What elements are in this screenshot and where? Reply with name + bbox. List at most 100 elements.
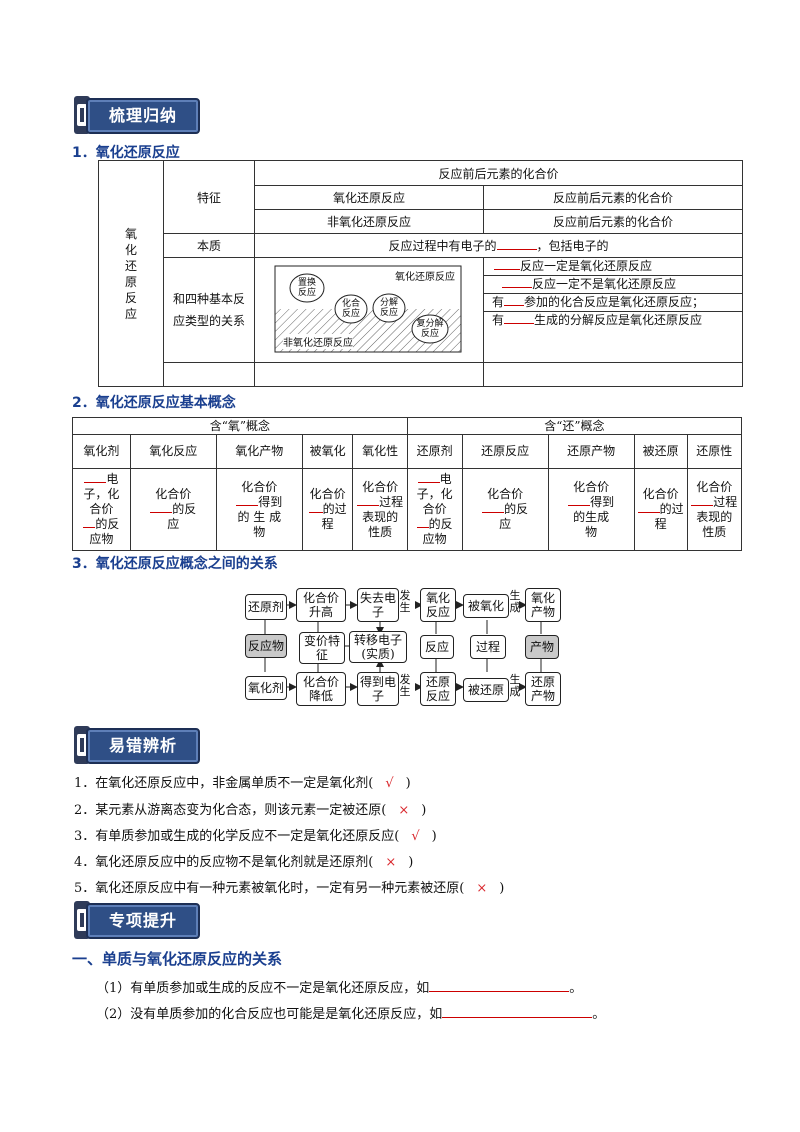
- node-lose: 失去电子: [357, 588, 399, 622]
- essence-label: 本质: [163, 233, 255, 258]
- node-process: 过程: [470, 635, 506, 659]
- redox-table: 氧化还原反应 特征 反应前后元素的化合价 氧化还原反应 反应前后元素的化合价 非…: [98, 160, 743, 387]
- cell-reduced: 化合价 的过 程: [633, 468, 688, 551]
- blank[interactable]: [417, 482, 440, 483]
- relation-line-1: 反应一定是氧化还原反应: [484, 258, 742, 276]
- cross-mark: ×: [385, 855, 397, 870]
- node-oxrxn: 氧化反应: [420, 588, 456, 622]
- blank[interactable]: [84, 482, 107, 483]
- col-oxrxn: 氧化反应: [129, 434, 217, 469]
- col-reducing: 还原性: [686, 434, 743, 469]
- node-redprod: 还原产物: [525, 672, 561, 706]
- special-heading: 一、单质与氧化还原反应的关系: [72, 950, 283, 968]
- label-gen-bottom: 生成: [509, 673, 521, 698]
- banner-title: 易错辨析: [86, 728, 200, 764]
- blank[interactable]: [504, 305, 525, 306]
- node-oxidant: 氧化剂: [245, 676, 287, 700]
- cell-oxprod: 化合价 得到 的 生 成 物: [215, 468, 303, 551]
- concept-body-row: 电 子，化 合价 的反 应物 化合价 的反 应 化合价 得到 的 生 成 物 化…: [72, 468, 743, 551]
- blank[interactable]: [236, 504, 259, 506]
- cell-oxrxn: 化合价 的反 应: [129, 468, 217, 551]
- cross-mark: ×: [476, 881, 488, 896]
- venn-double: 复分解反应: [416, 319, 444, 339]
- col-redrxn: 还原反应: [461, 434, 549, 469]
- blank[interactable]: [496, 249, 537, 250]
- venn-redox: 氧化还原反应: [395, 268, 455, 283]
- node-down: 化合价降低: [296, 672, 346, 706]
- label-occur-top: 发生: [399, 589, 411, 614]
- col-oxprod: 氧化产物: [215, 434, 303, 469]
- node-reactant: 反应物: [245, 634, 287, 658]
- venn-nonredox: 非氧化还原反应: [283, 334, 353, 349]
- cell-reductant: 电 子，化 合价 的反 应物: [406, 468, 463, 551]
- blank[interactable]: [357, 504, 380, 506]
- col-reductant: 还原剂: [406, 434, 463, 469]
- cell-oxidized: 化合价 的过 程: [301, 468, 354, 551]
- redox-label: 氧化还原反应: [254, 185, 484, 210]
- error-item-2: 2．某元素从游离态变为化合态，则该元素一定被还原(×): [74, 803, 427, 818]
- blank[interactable]: [482, 512, 505, 513]
- row-head-text: 氧化还原反应: [124, 226, 137, 321]
- blank[interactable]: [504, 323, 535, 324]
- venn-combine: 化合反应: [341, 299, 360, 319]
- blank[interactable]: [416, 527, 429, 528]
- node-gain: 得到电子: [357, 672, 399, 706]
- node-redrxn: 还原反应: [420, 672, 456, 706]
- blank[interactable]: [83, 527, 96, 528]
- section-banner-summary: 梳理归纳: [74, 96, 200, 134]
- header-value: 反应前后元素的化合价: [254, 160, 743, 186]
- check-mark: √: [385, 776, 394, 791]
- col-redprod: 还原产物: [547, 434, 635, 469]
- node-feature: 变价特征: [299, 632, 345, 664]
- answer-blank-2[interactable]: [442, 1017, 593, 1018]
- special-para-1: （1）有单质参加或生成的反应不一定是氧化还原反应，如。: [96, 981, 583, 996]
- nonredox-value: 反应前后元素的化合价: [483, 209, 743, 234]
- group-red: 含“还”概念: [406, 417, 743, 435]
- col-oxidizing: 氧化性: [352, 434, 408, 469]
- cell-reducing: 化合价 过程 表现的 性质: [686, 468, 743, 551]
- banner-title: 梳理归纳: [86, 98, 200, 134]
- cell-oxidant: 电 子，化 合价 的反 应物: [72, 468, 131, 551]
- blank[interactable]: [637, 512, 660, 513]
- node-oxprod: 氧化产物: [525, 588, 561, 622]
- blank[interactable]: [568, 504, 591, 506]
- blank[interactable]: [502, 287, 532, 288]
- error-item-5: 5．氧化还原反应中有一种元素被氧化时，一定有另一种元素被还原(×): [74, 881, 505, 896]
- error-item-3: 3．有单质参加或生成的化学反应不一定是氧化还原反应(√): [74, 829, 437, 844]
- label-gen-top: 生成: [509, 589, 521, 614]
- nonredox-label: 非氧化还原反应: [254, 209, 484, 234]
- relation-label: 和四种基本反应类型的关系: [163, 257, 255, 363]
- blank[interactable]: [150, 512, 173, 513]
- venn-displace: 置换反应: [297, 278, 316, 298]
- node-oxidized: 被氧化: [463, 594, 509, 618]
- relation-line-4: 有生成的分解反应是氧化还原反应: [492, 313, 703, 327]
- section-heading-redox: 1．氧化还原反应: [72, 145, 180, 161]
- section-heading-relations: 3．氧化还原反应概念之间的关系: [72, 556, 278, 572]
- col-reduced: 被还原: [633, 434, 688, 469]
- node-transfer: 转移电子(实质): [349, 631, 407, 663]
- node-up: 化合价升高: [296, 588, 346, 622]
- relation-line-3: 有参加的化合反应是氧化还原反应；: [484, 294, 742, 312]
- feature-label: 特征: [163, 160, 255, 234]
- blank[interactable]: [691, 504, 714, 506]
- label-occur-bottom: 发生: [399, 673, 411, 698]
- redox-value: 反应前后元素的化合价: [483, 185, 743, 210]
- group-ox: 含“氧”概念: [72, 417, 408, 435]
- row-head: 氧化还原反应: [98, 160, 164, 387]
- special-para-2: （2）没有单质参加的化合反应也可能是是氧化还原反应，如。: [96, 1007, 606, 1022]
- error-item-4: 4．氧化还原反应中的反应物不是氧化剂就是还原剂(×): [74, 855, 414, 870]
- concept-header-row: 氧化剂 氧化反应 氧化产物 被氧化 氧化性 还原剂 还原反应 还原产物 被还原 …: [72, 434, 743, 469]
- check-mark: √: [411, 829, 420, 844]
- venn-cell: 氧化还原反应 非氧化还原反应 置换反应 化合反应 分解反应 复分解反应: [254, 257, 484, 363]
- answer-blank-1[interactable]: [429, 991, 570, 992]
- cell-redprod: 化合价 得到 的生成 物: [547, 468, 635, 551]
- cell-redrxn: 化合价 的反 应: [461, 468, 549, 551]
- relation-value: 反应一定是氧化还原反应 反应一定不是氧化还原反应 有参加的化合反应是氧化还原反应…: [483, 257, 743, 363]
- node-reaction: 反应: [420, 635, 454, 659]
- blank[interactable]: [308, 512, 323, 513]
- node-reduced: 被还原: [463, 678, 509, 702]
- col-oxidized: 被氧化: [301, 434, 354, 469]
- essence-value: 反应过程中有电子的，包括电子的: [254, 233, 743, 258]
- blank[interactable]: [494, 269, 520, 270]
- section-heading-concepts: 2．氧化还原反应基本概念: [72, 395, 236, 411]
